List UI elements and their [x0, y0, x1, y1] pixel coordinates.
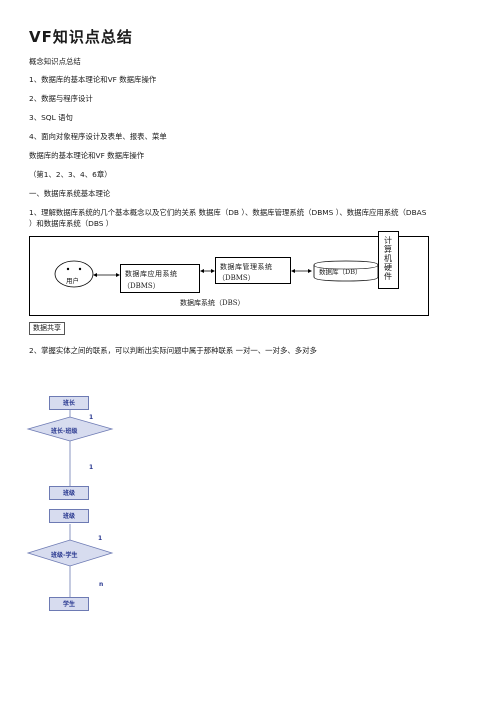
cardinality-label: 1 — [89, 464, 94, 471]
paragraph-concepts-line2: ）和数据库系统（DBS ） — [29, 219, 114, 228]
dbs-label: 数据库系统（DBS） — [180, 299, 245, 307]
user-ellipse — [54, 260, 94, 288]
database-label: 数据库（DB） — [319, 268, 362, 276]
entity-student: 学生 — [49, 597, 89, 611]
list-item: 1、数据库的基本理论和VF 数据库操作 — [29, 75, 157, 84]
user-eye-right — [78, 267, 82, 271]
cardinality-label: 1 — [98, 535, 103, 542]
entity-class: 班级 — [49, 486, 89, 500]
data-sharing-label: 数据共享 — [29, 322, 65, 335]
dbms-box: 数据库管理系统 （DBMS） — [215, 257, 291, 284]
page-title: VF知识点总结 — [29, 28, 133, 46]
entity-class: 班级 — [49, 509, 89, 523]
chapter-note: （第1、2、3、4、6章） — [29, 170, 112, 179]
list-item: 2、数据与程序设计 — [29, 94, 93, 103]
cardinality-label: n — [99, 581, 104, 588]
dbas-label-line1: 数据库应用系统 — [125, 270, 178, 278]
user-label: 用户 — [66, 277, 79, 285]
entity-monitor: 班长 — [49, 396, 89, 410]
dbs-diagram-arrows — [54, 260, 379, 288]
dbms-label-line2: （DBMS） — [218, 274, 255, 282]
user-eye-left — [66, 267, 70, 271]
relationship-diamond-class-student — [26, 539, 114, 567]
relationship-label: 班长-班级 — [51, 428, 78, 435]
list-item: 4、面向对象程序设计及表单、报表、菜单 — [29, 132, 167, 141]
relationship-label: 班级-学生 — [51, 552, 78, 559]
dbms-label-line1: 数据库管理系统 — [220, 263, 273, 271]
dbas-label-line2: （DBMS） — [123, 282, 160, 290]
hardware-label: 计算机硬件 — [384, 236, 392, 281]
dbas-box: 数据库应用系统 （DBMS） — [120, 264, 200, 293]
list-item: 3、SQL 语句 — [29, 113, 73, 122]
paragraph-concepts-line1: 1、理解数据库系统的几个基本概念以及它们的关系 数据库（DB ）、数据库管理系统… — [29, 208, 427, 217]
section-heading: 数据库的基本理论和VF 数据库操作 — [29, 151, 145, 160]
paragraph-overview: 概念知识点总结 — [29, 57, 81, 66]
cardinality-label: 1 — [89, 414, 94, 421]
hardware-box: 计算机硬件 — [378, 231, 399, 289]
dbs-diagram-frame: 用户 数据库应用系统 （DBMS） 数据库管理系统 （DBMS） 数据库（DB）… — [29, 231, 429, 316]
section-heading: 一、数据库系统基本理论 — [29, 189, 111, 198]
paragraph-relationships: 2、掌握实体之间的联系，可以判断出实际问题中属于那种联系 一对一、一对多、多对多 — [29, 346, 317, 355]
relationship-diamond-monitor-class — [26, 416, 114, 442]
